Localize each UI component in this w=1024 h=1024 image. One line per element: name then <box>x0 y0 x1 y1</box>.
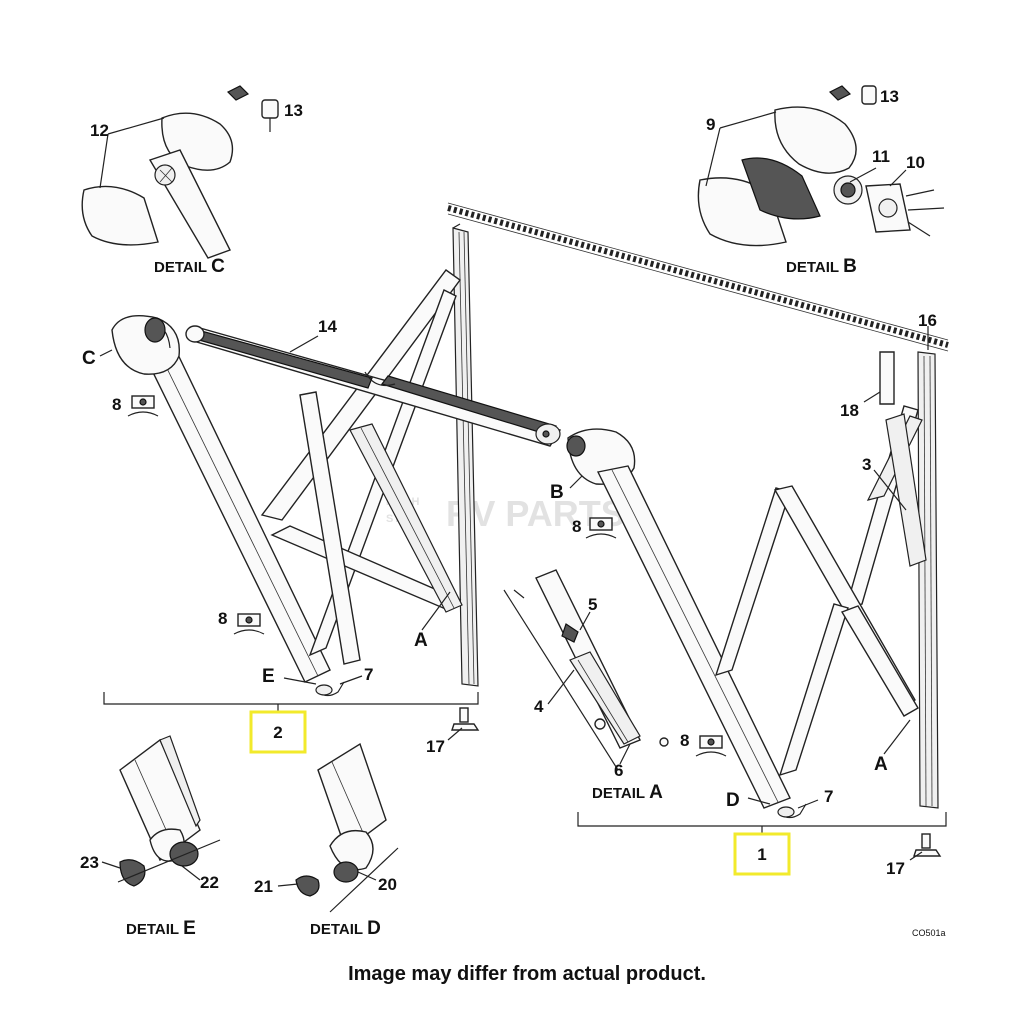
letter-e: E <box>262 666 275 687</box>
assembly-1-box: 1 <box>733 832 791 876</box>
callout-23: 23 <box>80 853 99 872</box>
assembly-2-box: 2 <box>249 710 307 754</box>
callout-17-left: 17 <box>426 737 445 756</box>
letter-a-right: A <box>874 754 888 775</box>
callout-16: 16 <box>918 311 937 330</box>
detail-a-drawing <box>503 569 669 771</box>
callout-7-right: 7 <box>824 787 833 806</box>
figure-code: CO501a <box>912 928 946 938</box>
bolt-8-icons <box>127 395 727 757</box>
callout-7-left: 7 <box>364 665 373 684</box>
assembly-1-label: 1 <box>757 845 766 864</box>
callout-17-right: 17 <box>886 859 905 878</box>
left-arm-assembly <box>141 269 463 683</box>
callout-12: 12 <box>90 121 109 140</box>
assembly-2-label: 2 <box>273 723 282 742</box>
left-wall-channel <box>452 223 479 687</box>
detail-c-drawing <box>81 85 279 259</box>
detail-b-drawing <box>697 85 945 247</box>
part-18-cover <box>879 351 895 405</box>
callout-21: 21 <box>254 877 273 896</box>
roller-tube <box>185 325 562 447</box>
callout-13-c: 13 <box>284 101 303 120</box>
callout-14: 14 <box>318 317 337 336</box>
callout-10: 10 <box>906 153 925 172</box>
callout-13-b: 13 <box>880 87 899 106</box>
callout-8-lower-right: 8 <box>680 731 689 750</box>
top-cap-c <box>111 315 181 375</box>
callout-3: 3 <box>862 455 871 474</box>
view-letters: C B E D A A <box>82 348 888 811</box>
detail-d-drawing <box>295 742 399 913</box>
right-wall-channel <box>917 351 939 809</box>
wall-rail <box>447 202 949 352</box>
callout-9: 9 <box>706 115 715 134</box>
callout-8-upper-left: 8 <box>112 395 121 414</box>
callout-8-lower-left: 8 <box>218 609 227 628</box>
detail-e-drawing <box>117 735 221 887</box>
callout-numbers: 12 13 9 13 11 10 14 16 18 3 8 8 8 8 7 7 … <box>80 87 937 896</box>
callout-6: 6 <box>614 761 623 780</box>
bracket-17-icons <box>451 707 942 857</box>
right-arm-assembly <box>566 405 927 809</box>
callout-5: 5 <box>588 595 597 614</box>
callout-20: 20 <box>378 875 397 894</box>
foot-7-icons <box>315 681 807 819</box>
letter-b: B <box>550 482 564 503</box>
callout-8-upper-right: 8 <box>572 517 581 536</box>
disclaimer: Image may differ from actual product. <box>348 963 706 985</box>
letter-d: D <box>726 790 740 811</box>
callout-22: 22 <box>200 873 219 892</box>
letter-c: C <box>82 348 96 369</box>
callout-4: 4 <box>534 697 544 716</box>
callout-18: 18 <box>840 401 859 420</box>
leader-lines <box>99 111 947 887</box>
callout-11: 11 <box>872 147 890 166</box>
letter-a-left: A <box>414 630 428 651</box>
